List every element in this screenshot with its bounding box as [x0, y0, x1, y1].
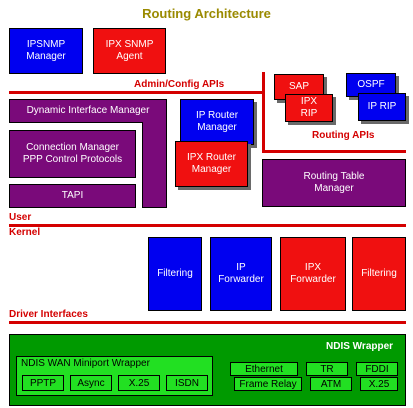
routing-apis-line — [262, 150, 406, 153]
wan-item-isdn: ISDN — [166, 375, 208, 391]
lan-item-x25: X.25 — [360, 377, 398, 391]
lan-item-fddi: FDDI — [356, 362, 398, 376]
diagram-title: Routing Architecture — [142, 6, 271, 21]
connection-manager-box: Connection Manager PPP Control Protocols — [9, 130, 136, 178]
wan-item-x25: X.25 — [118, 375, 160, 391]
dynamic-interface-manager-box: Dynamic Interface Manager — [9, 99, 167, 123]
ipsnmp-manager-box: IPSNMP Manager — [9, 28, 83, 74]
routing-apis-bracket-vertical — [262, 72, 265, 152]
ip-forwarder-box: IP Forwarder — [210, 237, 272, 311]
ipx-snmp-agent-box: IPX SNMP Agent — [93, 28, 166, 74]
filtering-right-box: Filtering — [352, 237, 406, 311]
ndis-wrapper-title: NDIS Wrapper — [326, 341, 394, 352]
lan-item-tr: TR — [306, 362, 348, 376]
kernel-label: Kernel — [9, 227, 41, 238]
driver-interfaces-line — [9, 321, 406, 324]
ip-rip-box: IP RIP — [358, 93, 406, 121]
wan-item-pptp: PPTP — [22, 375, 64, 391]
wan-item-async: Async — [70, 375, 112, 391]
lan-item-atm: ATM — [310, 377, 352, 391]
filtering-left-box: Filtering — [148, 237, 202, 311]
ipx-rip-box: IPX RIP — [285, 94, 333, 122]
admin-config-apis-line — [9, 91, 265, 94]
ip-router-manager-box: IP Router Manager — [180, 99, 254, 145]
routing-apis-label: Routing APIs — [312, 130, 375, 141]
ipx-forwarder-box: IPX Forwarder — [280, 237, 346, 311]
user-label: User — [9, 212, 32, 223]
tapi-box: TAPI — [9, 184, 136, 208]
driver-interfaces-label: Driver Interfaces — [9, 309, 88, 320]
routing-table-manager-box: Routing Table Manager — [262, 159, 406, 207]
ipx-router-manager-box: IPX Router Manager — [175, 141, 248, 187]
lan-item-ethernet: Ethernet — [230, 362, 298, 376]
ndis-wan-title: NDIS WAN Miniport Wrapper — [21, 358, 150, 369]
user-kernel-line — [9, 224, 406, 227]
lan-item-frame-relay: Frame Relay — [234, 377, 302, 391]
admin-config-apis-label: Admin/Config APIs — [134, 79, 225, 90]
dynamic-interface-manager-leg — [142, 122, 167, 208]
